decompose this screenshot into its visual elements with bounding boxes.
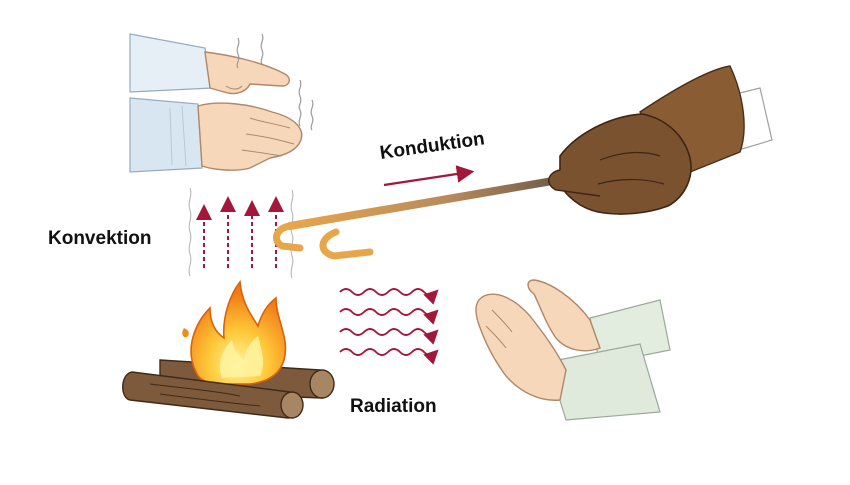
radiation-label: Radiation (350, 396, 437, 417)
sleeve-lower (129, 97, 203, 173)
radiation-waves (339, 288, 439, 365)
sleeve-upper (129, 33, 213, 93)
heat-wave-arrow-icon (339, 288, 439, 305)
glove-hand-icon (548, 65, 773, 215)
hand-upper (204, 51, 290, 95)
conduction-arrow-icon (383, 165, 475, 187)
convection-label: Konvektion (48, 228, 152, 249)
heat-wave-arrow-icon (339, 308, 439, 325)
heat-wave-arrow-icon (339, 348, 439, 365)
fire-icon (122, 279, 335, 419)
heat-wave-arrow-icon (339, 328, 439, 345)
hand-lower (197, 102, 303, 171)
convection-arrows (196, 196, 284, 268)
convection-hands (129, 33, 314, 173)
warming-hand-icon (475, 279, 671, 421)
conduction-arrow (383, 165, 475, 187)
